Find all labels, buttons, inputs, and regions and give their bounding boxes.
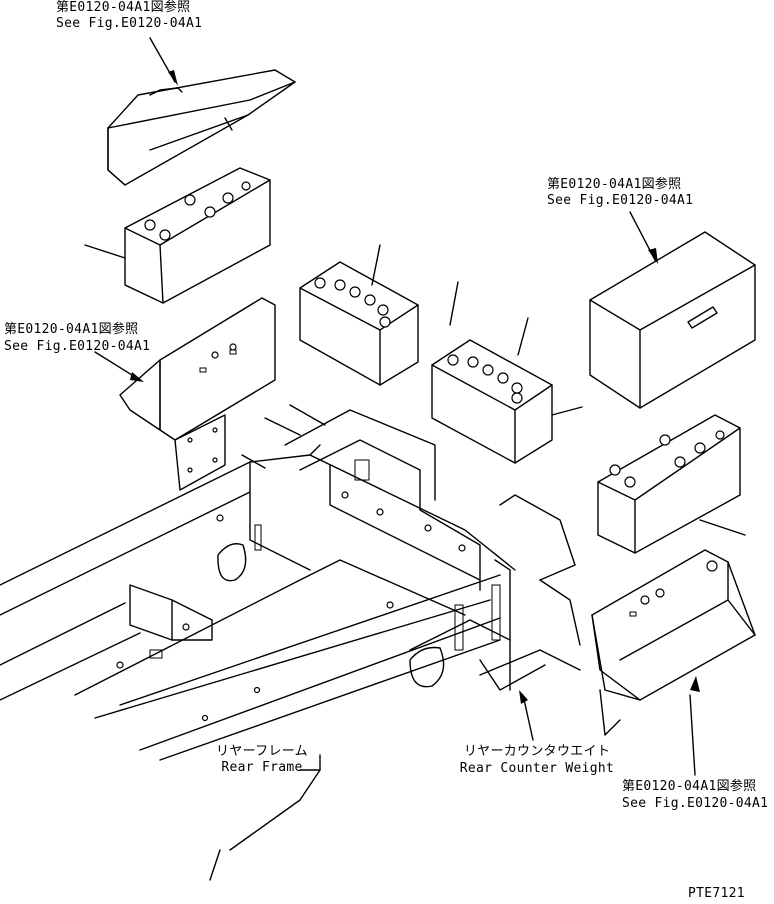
- rear-frame: [0, 409, 581, 881]
- callout-top-right-en: See Fig.E0120-04A1: [547, 193, 694, 208]
- battery-right: [597, 414, 741, 554]
- callout-bottom-right-en: See Fig.E0120-04A1: [622, 796, 769, 811]
- battery-tray-right: [591, 549, 756, 736]
- rear-frame-label-jp: リヤーフレーム: [216, 744, 308, 759]
- callout-mid-left-jp: 第E0120-04A1図参照: [4, 322, 139, 337]
- callout-bottom-right-jp: 第E0120-04A1図参照: [622, 779, 757, 794]
- callout-top-left-jp: 第E0120-04A1図参照: [56, 0, 191, 15]
- battery-cover-right: [589, 231, 756, 409]
- rear-frame-label-en: Rear Frame: [221, 760, 303, 775]
- battery-cover-top-left: [107, 69, 296, 186]
- battery-top-left: [124, 167, 271, 304]
- battery-center-2: [431, 339, 553, 464]
- rear-counter-weight-label-en: Rear Counter Weight: [459, 761, 615, 776]
- drawing-number: PTE7121: [688, 886, 745, 901]
- callout-top-right-jp: 第E0120-04A1図参照: [547, 177, 682, 192]
- battery-center-1: [299, 261, 419, 386]
- rear-counter-weight-label-jp: リヤーカウンタウエイト: [463, 744, 611, 759]
- battery-bracket-left: [119, 297, 276, 491]
- callout-mid-left-en: See Fig.E0120-04A1: [4, 339, 151, 354]
- callout-top-left-en: See Fig.E0120-04A1: [56, 16, 203, 31]
